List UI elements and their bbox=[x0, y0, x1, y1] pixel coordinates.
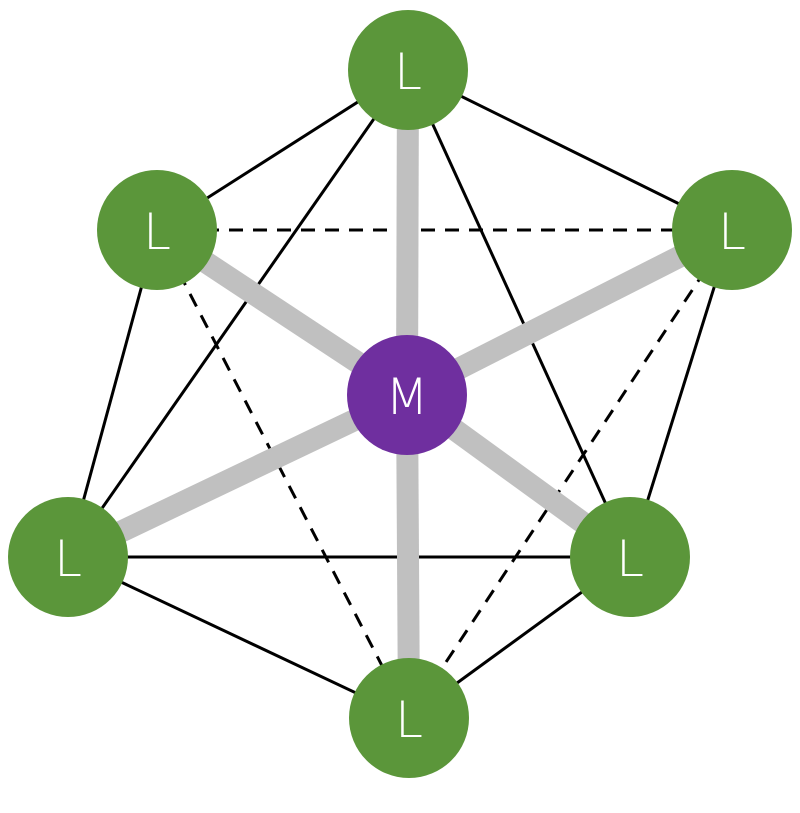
ligand-lower-left-label: L bbox=[54, 530, 82, 588]
ligand-lower-left-circle bbox=[8, 497, 128, 617]
edge-upper-left-bottom-dashed bbox=[155, 229, 411, 719]
ligand-upper-left-circle bbox=[97, 170, 217, 290]
edge-top-lower-right-solid bbox=[406, 69, 632, 558]
ligand-upper-right-label: L bbox=[718, 203, 746, 261]
ligand-lower-right-circle bbox=[570, 497, 690, 617]
ligand-upper-right: L bbox=[672, 170, 792, 290]
metal-center-label: M bbox=[385, 368, 428, 426]
ligand-lower-right: L bbox=[570, 497, 690, 617]
ligand-top-circle bbox=[348, 10, 468, 130]
edge-top-upper-right-solid bbox=[407, 68, 733, 232]
ligand-lower-right-label: L bbox=[616, 530, 644, 588]
metal-center-circle bbox=[347, 335, 467, 455]
ligand-bottom-circle bbox=[349, 658, 469, 778]
ligand-upper-left: L bbox=[97, 170, 217, 290]
bond-metal-lower-left bbox=[63, 385, 412, 567]
edge-upper-right-bottom-dashed bbox=[407, 229, 734, 719]
ligand-top-label: L bbox=[394, 43, 422, 101]
metal-center: M bbox=[347, 335, 467, 455]
edge-top-lower-left-solid bbox=[66, 69, 410, 558]
ligand-top: L bbox=[348, 10, 468, 130]
ligand-upper-left-label: L bbox=[143, 203, 171, 261]
ligand-bottom-label: L bbox=[395, 691, 423, 749]
atoms: L L L L L L M bbox=[8, 10, 792, 778]
edge-lower-left-bottom-solid bbox=[67, 555, 410, 720]
ligand-lower-left: L bbox=[8, 497, 128, 617]
bond-metal-upper-right bbox=[402, 220, 737, 405]
ligand-bottom: L bbox=[349, 658, 469, 778]
ligand-upper-right-circle bbox=[672, 170, 792, 290]
